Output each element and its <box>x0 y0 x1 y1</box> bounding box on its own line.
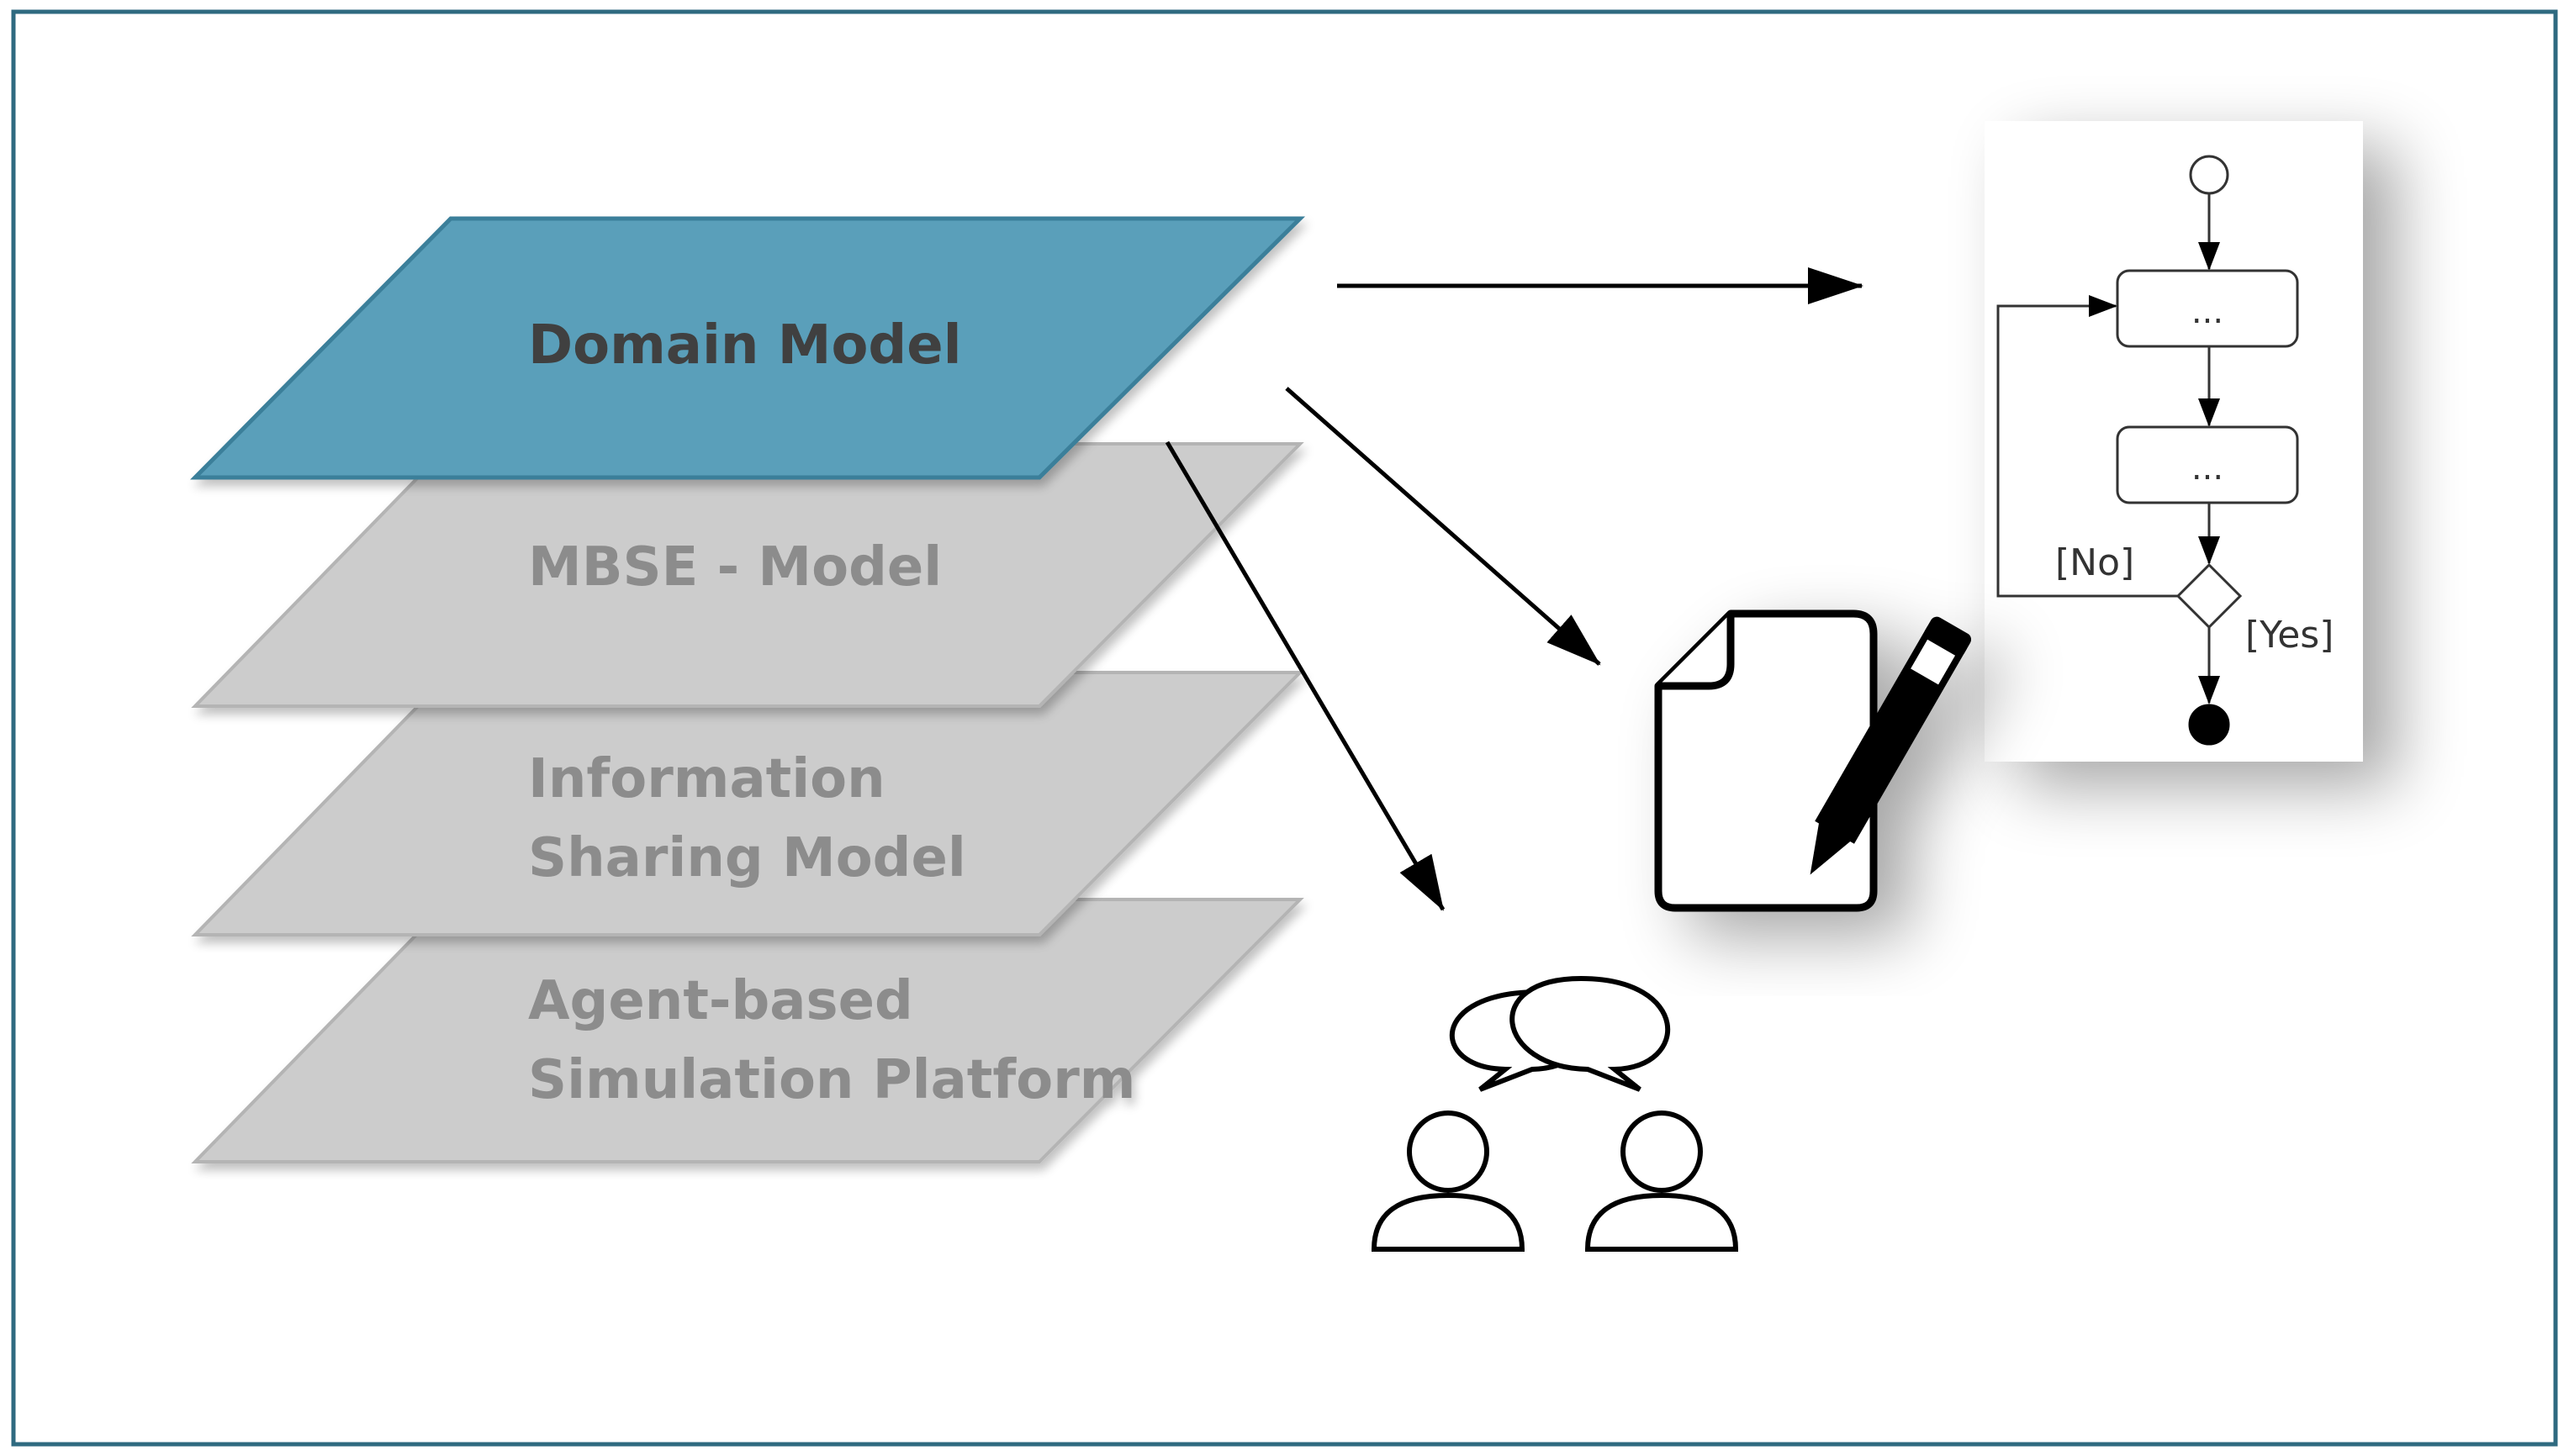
activity-diagram: ... ... [No] [Yes] <box>1985 121 2363 762</box>
layer-domain-label: Domain Model <box>528 314 962 377</box>
guard-yes-label: [Yes] <box>2245 614 2334 657</box>
action-node-2 <box>2116 425 2299 504</box>
layer-stack: Agent-based Simulation Platform Informat… <box>190 216 1306 1163</box>
layer-information-sharing-model: Information Sharing Model <box>191 671 1304 936</box>
people-discussion-icon <box>1371 975 1739 1252</box>
initial-node <box>2189 155 2229 195</box>
document-edit-icon <box>1654 609 1972 912</box>
layer-mbse-model: MBSE - Model <box>191 442 1304 708</box>
final-node <box>2188 704 2230 746</box>
loop-back-flow <box>1996 295 2178 598</box>
layer-domain-model: Domain Model <box>190 216 1306 480</box>
layer-mbse-label: MBSE - Model <box>528 536 942 599</box>
action-node-1 <box>2116 269 2299 348</box>
action-2-label: ... <box>2191 449 2223 488</box>
layer-domain-shape <box>190 216 1306 480</box>
layer-agent-based-simulation-platform: Agent-based Simulation Platform <box>191 898 1304 1163</box>
arrow-to-discussion <box>1165 440 1446 911</box>
guard-no-label: [No] <box>2055 541 2134 584</box>
layer-info-label: Information Sharing Model <box>528 748 966 889</box>
action-1-label: ... <box>2191 293 2223 331</box>
arrow-to-document <box>1285 387 1601 666</box>
output-arrows <box>1165 267 1863 911</box>
layer-agent-label: Agent-based Simulation Platform <box>528 970 1135 1111</box>
